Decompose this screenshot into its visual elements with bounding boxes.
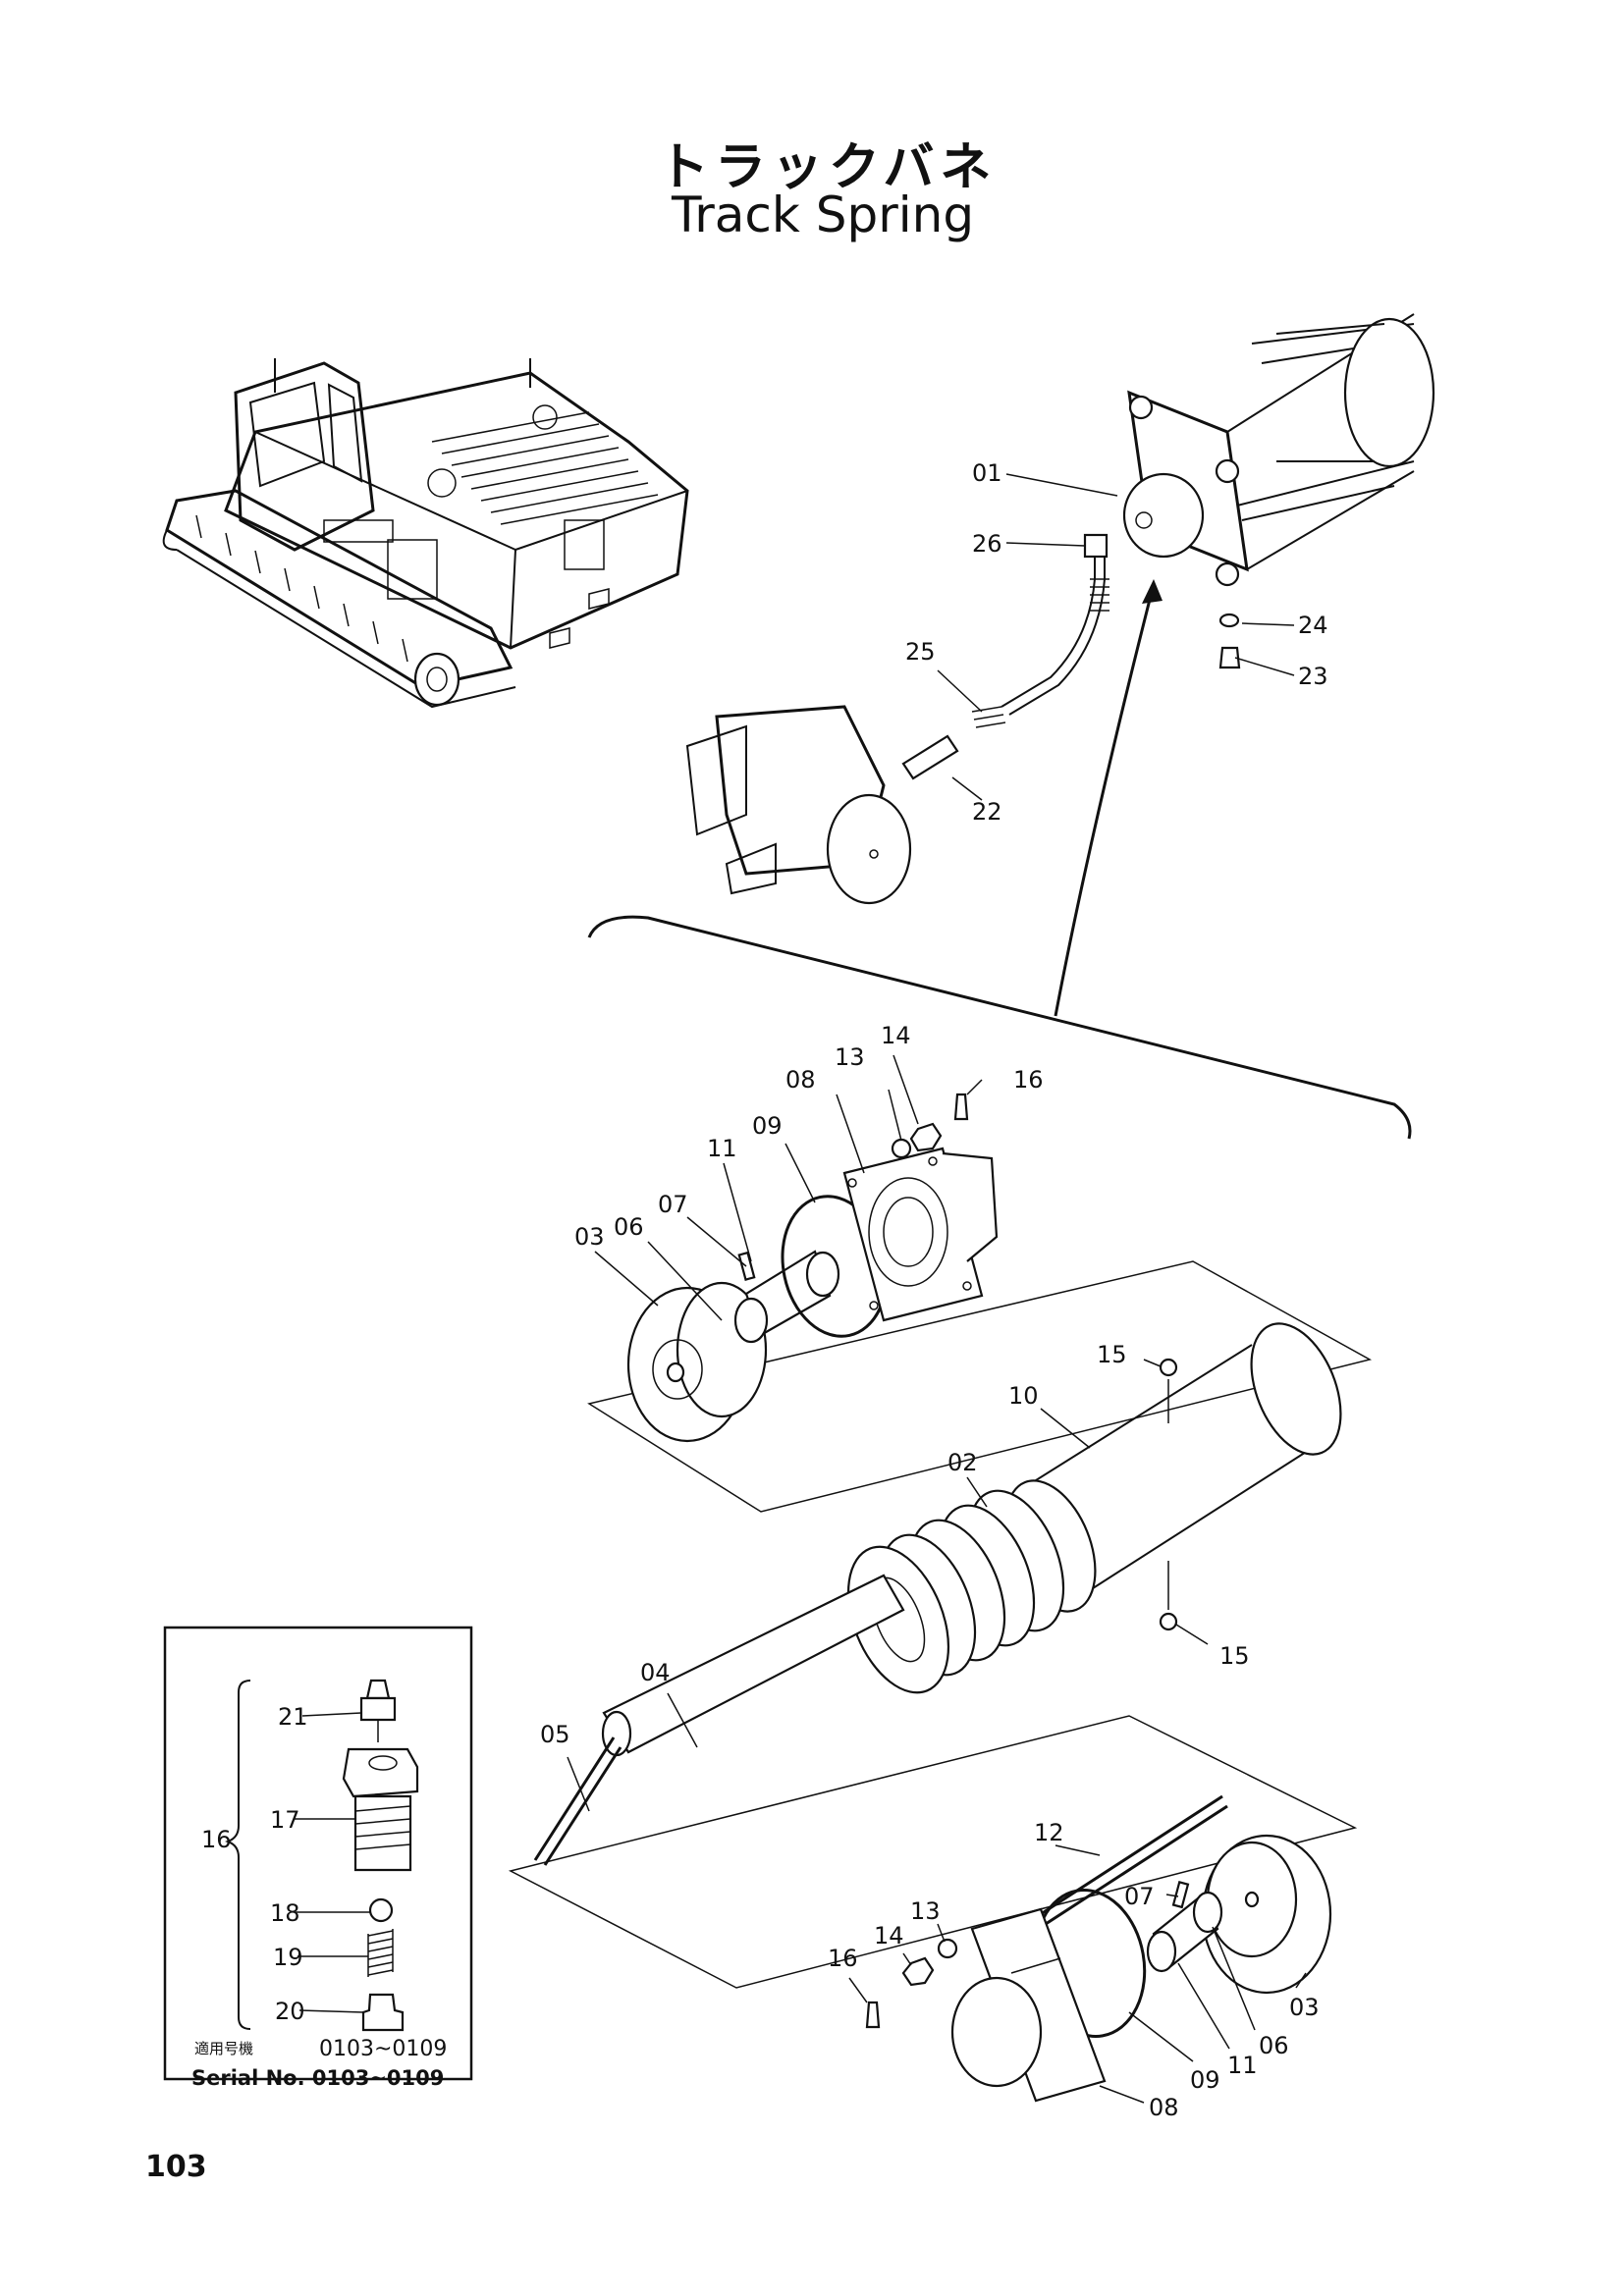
elbow-fitting-icon [1083, 533, 1109, 559]
callout-06-upper: 06 [614, 1213, 644, 1241]
callout-24: 24 [1298, 612, 1328, 639]
inset-part-20: 20 [275, 1998, 305, 2025]
callout-08-upper: 08 [785, 1066, 816, 1094]
title-japanese: トラックバネ [658, 138, 998, 197]
callout-11-upper: 11 [707, 1135, 737, 1162]
callout-02: 02 [947, 1449, 978, 1476]
applicable-models-label: 適用号機 [194, 2040, 253, 2057]
callout-15-upper: 15 [1097, 1341, 1127, 1368]
applicable-range: 0103~0109 [319, 2037, 447, 2061]
callout-05: 05 [540, 1721, 570, 1748]
callout-12: 12 [1034, 1819, 1064, 1846]
callout-08-lower: 08 [1149, 2094, 1179, 2121]
title-english: Track Spring [672, 187, 975, 243]
callout-06-lower: 06 [1259, 2032, 1289, 2059]
callout-03-lower: 03 [1289, 1994, 1320, 2021]
adapter-fitting-icon [901, 734, 959, 780]
inset-part-17: 17 [270, 1806, 300, 1834]
callout-22: 22 [972, 798, 1002, 826]
callout-03-upper: 03 [574, 1223, 605, 1251]
callout-13-upper: 13 [835, 1043, 865, 1071]
callout-16-upper: 16 [1013, 1066, 1044, 1094]
serial-number-label: Serial No. 0103~0109 [191, 2066, 444, 2090]
callout-13-lower: 13 [910, 1897, 941, 1925]
callout-16-lower: 16 [828, 1945, 858, 1972]
callout-09-upper: 09 [752, 1112, 783, 1140]
callout-25: 25 [905, 638, 936, 666]
inset-part-21: 21 [278, 1703, 308, 1731]
grease-fitting-inset: 16 21 17 18 19 20 適用号機 0103~0109 Serial … [163, 1626, 473, 2090]
callout-07-upper: 07 [658, 1191, 688, 1218]
idler-assembly-icon [587, 1093, 1373, 1513]
lower-idler-assembly-icon [865, 1794, 1332, 2103]
inset-group-label: 16 [201, 1826, 232, 1853]
washer-icon [1218, 613, 1240, 628]
callout-07-lower: 07 [1124, 1883, 1155, 1910]
coil-spring-icon [508, 1322, 1358, 1989]
callout-labels: 01 26 24 23 25 22 14 13 16 08 09 11 07 0… [540, 459, 1328, 2121]
callout-26: 26 [972, 530, 1002, 558]
track-adjuster-cylinder-icon [1122, 313, 1435, 587]
callout-15-lower: 15 [1219, 1642, 1250, 1670]
callout-01: 01 [972, 459, 1002, 487]
callout-09-lower: 09 [1190, 2066, 1220, 2094]
callout-04: 04 [640, 1659, 671, 1686]
callout-14-upper: 14 [881, 1022, 911, 1049]
callout-11-lower: 11 [1227, 2052, 1258, 2079]
bolt-icon [1218, 646, 1241, 669]
idler-cylinder-icon [685, 705, 912, 905]
inset-part-18: 18 [270, 1899, 300, 1927]
excavator-illustration-icon [162, 358, 689, 709]
grease-fitting-icon [359, 1679, 397, 1742]
callout-14-lower: 14 [874, 1922, 904, 1949]
callout-23: 23 [1298, 663, 1328, 690]
page-number: 103 [145, 2150, 207, 2184]
grease-hose-icon [1001, 558, 1096, 708]
inset-part-19: 19 [273, 1944, 303, 1971]
callout-10: 10 [1008, 1382, 1039, 1410]
